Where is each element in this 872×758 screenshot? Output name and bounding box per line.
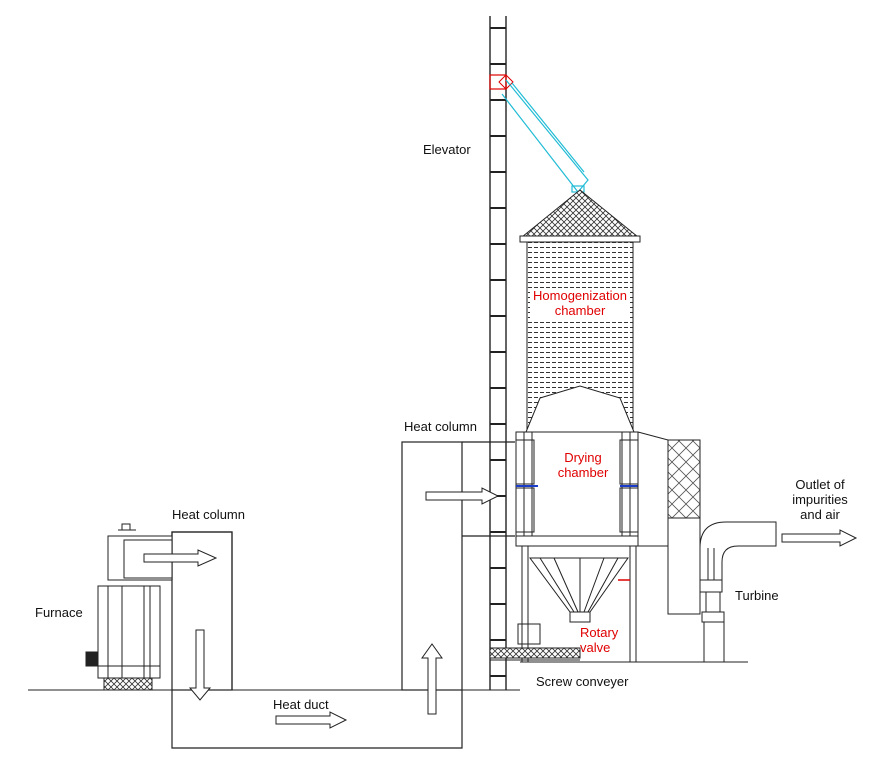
label-homogenization-line2: chamber bbox=[554, 303, 606, 318]
label-homogenization-line1: Homogenization bbox=[533, 288, 627, 303]
label-outlet-line3: and air bbox=[800, 507, 840, 522]
inclined-conveyor bbox=[501, 79, 589, 193]
label-screw-conveyer: Screw conveyer bbox=[536, 674, 629, 689]
label-outlet-line1: Outlet of bbox=[795, 477, 845, 492]
label-heat-column-right: Heat column bbox=[404, 419, 477, 434]
screw-conveyer bbox=[489, 647, 581, 661]
flow-arrows bbox=[143, 487, 858, 729]
label-turbine: Turbine bbox=[735, 588, 779, 603]
label-drying-line1: Drying bbox=[564, 450, 602, 465]
label-drying-chamber: Drying chamber bbox=[544, 450, 622, 480]
label-outlet: Outlet of impurities and air bbox=[780, 477, 860, 522]
arrow-into-drying bbox=[425, 487, 500, 505]
label-heat-column-left: Heat column bbox=[172, 507, 245, 522]
exhaust-duct bbox=[637, 431, 701, 615]
turbine bbox=[699, 521, 777, 662]
label-homogenization-chamber: Homogenization chamber bbox=[524, 288, 636, 318]
arrow-heat-duct bbox=[275, 711, 348, 729]
label-rotary-line1: Rotary bbox=[580, 625, 619, 640]
arrow-column-down bbox=[188, 629, 212, 701]
hopper bbox=[517, 546, 637, 662]
label-furnace: Furnace bbox=[35, 605, 83, 620]
label-elevator: Elevator bbox=[423, 142, 471, 157]
label-rotary-valve: Rotary valve bbox=[580, 625, 636, 655]
elevator bbox=[489, 16, 514, 690]
arrow-column-up bbox=[421, 643, 443, 715]
arrow-furnace-to-column bbox=[143, 549, 218, 567]
label-rotary-line2: valve bbox=[580, 640, 611, 655]
label-outlet-line2: impurities bbox=[792, 492, 848, 507]
arrow-outlet bbox=[781, 529, 858, 547]
label-drying-line2: chamber bbox=[557, 465, 609, 480]
label-heat-duct: Heat duct bbox=[273, 697, 329, 712]
furnace bbox=[85, 523, 173, 691]
drying-chamber bbox=[515, 385, 640, 547]
